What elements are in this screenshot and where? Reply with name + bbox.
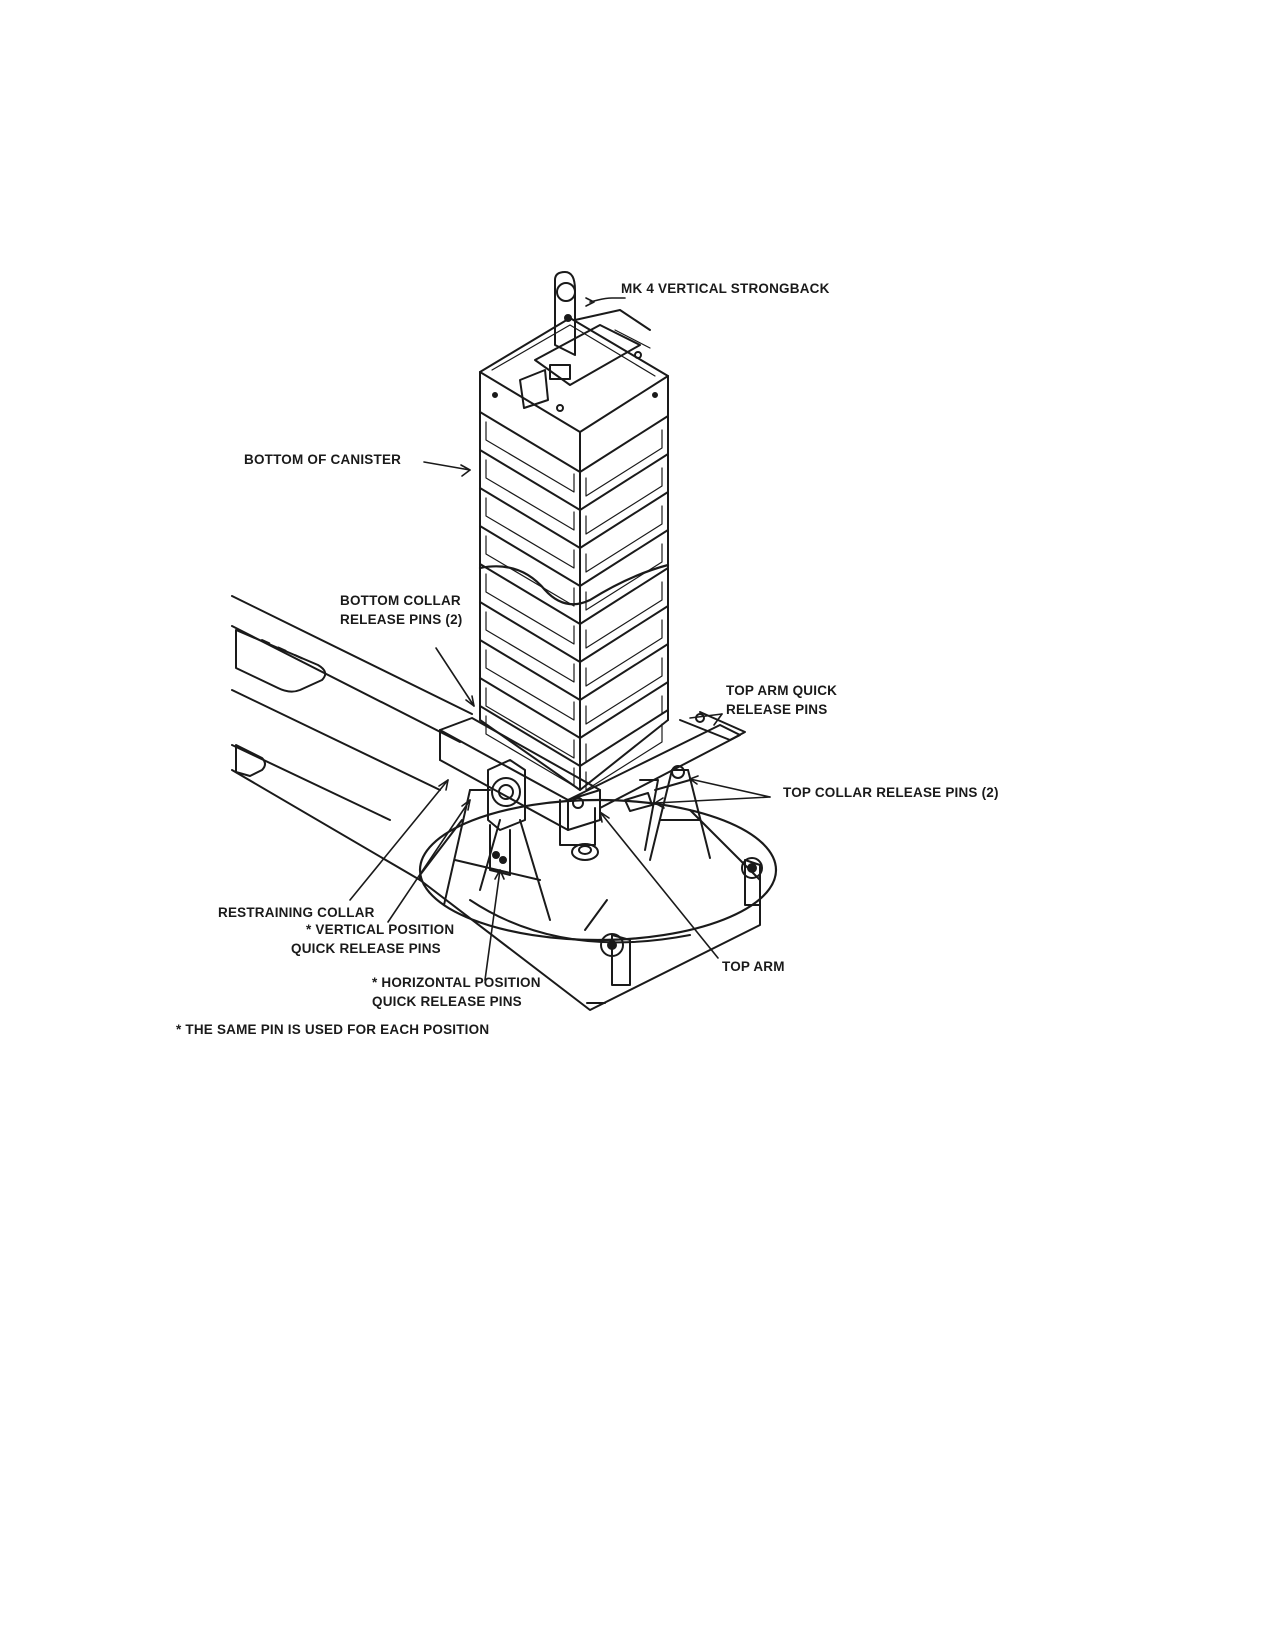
leader-lines: [349, 297, 771, 981]
canister-band-line: [479, 525, 669, 587]
canister-panel-right: [585, 581, 663, 649]
canister-panel-left: [485, 497, 575, 569]
canister-bands: [478, 411, 670, 791]
label-horizontal-pins: * HORIZONTAL POSITION QUICK RELEASE PINS: [372, 973, 541, 1011]
canister-panel-left: [485, 535, 575, 607]
label-horizontal-pins-line1: * HORIZONTAL POSITION: [372, 975, 541, 990]
base-plate: [418, 798, 778, 1011]
canister-panel-right: [585, 505, 663, 573]
label-top-arm-pins-line1: TOP ARM QUICK: [726, 683, 838, 698]
label-vertical-pins: * VERTICAL POSITION QUICK RELEASE PINS: [291, 920, 454, 958]
label-bottom-collar-pins-line1: BOTTOM COLLAR: [340, 593, 461, 608]
trailer-frame: [231, 595, 473, 881]
canister-band-line: [479, 601, 669, 663]
label-top-arm-pins-line2: RELEASE PINS: [726, 702, 828, 717]
canister-panel-left: [485, 611, 575, 683]
canister-band-line: [479, 563, 669, 625]
label-vertical-pins-line2: QUICK RELEASE PINS: [291, 941, 441, 956]
canister-band-line: [479, 449, 669, 511]
label-vertical-pins-line1: * VERTICAL POSITION: [306, 922, 455, 937]
label-top-arm: TOP ARM: [722, 959, 785, 974]
canister-band-line: [479, 705, 669, 767]
canister-panel-left: [485, 649, 575, 721]
canister-panel-left: [485, 687, 575, 759]
footnote: * THE SAME PIN IS USED FOR EACH POSITION: [176, 1022, 490, 1037]
label-strongback: MK 4 VERTICAL STRONGBACK: [621, 281, 830, 296]
canister-panel-right: [585, 695, 663, 763]
canister-band-line: [479, 411, 669, 473]
canister-panel-right: [585, 657, 663, 725]
label-bottom-collar-pins-line2: RELEASE PINS (2): [340, 612, 463, 627]
canister-panel-right: [585, 723, 663, 791]
canister-panel-left: [485, 715, 575, 787]
break-line: [478, 563, 670, 606]
canister-band-line: [479, 487, 669, 549]
canister-panel-right: [585, 619, 663, 687]
label-bottom-collar-pins: BOTTOM COLLAR RELEASE PINS (2): [340, 591, 462, 629]
strongback: [492, 271, 658, 412]
canister-band-line: [479, 639, 669, 701]
canister-panel-left: [485, 459, 575, 531]
canister-panel-right: [585, 543, 663, 611]
label-top-collar-pins: TOP COLLAR RELEASE PINS (2): [783, 785, 999, 800]
canister-panel-right: [585, 429, 663, 497]
canister-band-line: [479, 677, 669, 739]
canister-panel-right: [585, 467, 663, 535]
label-restraining-collar: RESTRAINING COLLAR: [218, 905, 375, 920]
label-horizontal-pins-line2: QUICK RELEASE PINS: [372, 994, 522, 1009]
canister-panel-left: [485, 421, 575, 493]
label-top-arm-pins: TOP ARM QUICK RELEASE PINS: [726, 681, 837, 719]
canister-panel-left: [485, 573, 575, 645]
label-bottom-of-canister: BOTTOM OF CANISTER: [244, 452, 402, 467]
restraining-collar: [439, 711, 746, 876]
